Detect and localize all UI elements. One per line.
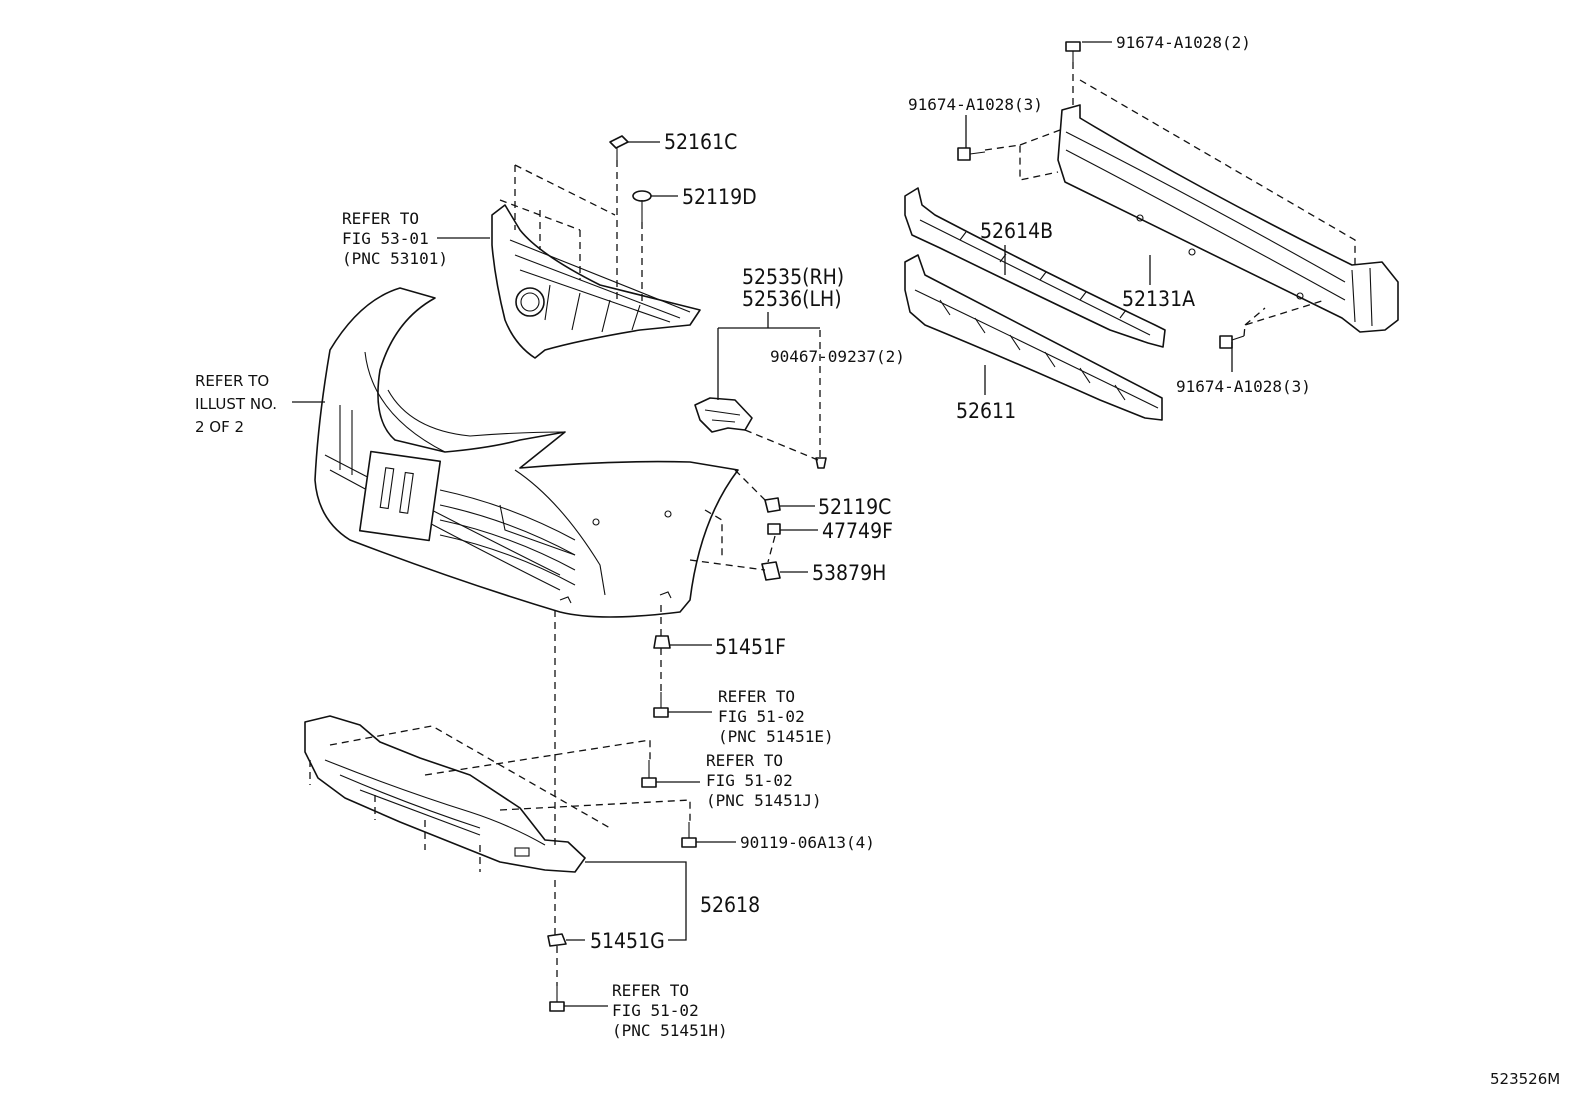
label-91674-right: 91674-A1028(3) — [1176, 377, 1311, 396]
refer-51451E-line2: FIG 51-02 — [718, 707, 805, 726]
energy-absorber-upper — [904, 187, 1166, 348]
label-91674-left: 91674-A1028(3) — [908, 95, 1043, 114]
refer-51451E-line1: REFER TO — [718, 687, 795, 706]
label-52614B: 52614B — [980, 219, 1053, 243]
refer-51451H-line1: REFER TO — [612, 981, 689, 1000]
label-52611: 52611 — [956, 399, 1016, 423]
label-90467: 90467-09237(2) — [770, 347, 905, 366]
diagram-id: 523526M — [1490, 1070, 1560, 1088]
label-52536-lh: 52536(LH) — [742, 287, 842, 311]
label-91674-top: 91674-A1028(2) — [1116, 33, 1251, 52]
bumper-reinforcement — [1057, 104, 1399, 333]
fasteners — [547, 41, 1245, 1012]
leader-lines — [292, 41, 1233, 1007]
label-52131A: 52131A — [1122, 287, 1195, 311]
refer-51451J-line1: REFER TO — [706, 751, 783, 770]
energy-absorber-lower — [904, 254, 1163, 421]
label-52119D: 52119D — [682, 185, 757, 209]
refer-51451H-line3: (PNC 51451H) — [612, 1021, 728, 1040]
refer-illust-line2: ILLUST NO. — [195, 395, 277, 413]
radiator-grille — [491, 204, 701, 359]
refer-illust-line1: REFER TO — [195, 372, 269, 390]
label-51451G: 51451G — [590, 929, 665, 953]
refer-51451J-line3: (PNC 51451J) — [706, 791, 822, 810]
label-52119C: 52119C — [818, 495, 891, 519]
refer-grille-line2: FIG 53-01 — [342, 229, 429, 248]
label-52618: 52618 — [700, 893, 760, 917]
refer-grille-line1: REFER TO — [342, 209, 419, 228]
label-52161C: 52161C — [664, 130, 737, 154]
assembly-lines — [309, 62, 1356, 986]
label-51451F: 51451F — [715, 635, 786, 659]
label-52535-rh: 52535(RH) — [742, 265, 844, 289]
label-90119: 90119-06A13(4) — [740, 833, 875, 852]
label-47749F: 47749F — [822, 519, 893, 543]
refer-51451H-line2: FIG 51-02 — [612, 1001, 699, 1020]
bumper-retainer — [694, 397, 753, 433]
engine-undercover — [304, 715, 586, 873]
front-bumper-cover — [314, 287, 739, 618]
label-53879H: 53879H — [812, 561, 886, 585]
refer-illust-line3: 2 OF 2 — [195, 418, 244, 436]
refer-51451J-line2: FIG 51-02 — [706, 771, 793, 790]
refer-grille-line3: (PNC 53101) — [342, 249, 448, 268]
refer-51451E-line3: (PNC 51451E) — [718, 727, 834, 746]
callout-labels: 52161C 52119D REFER TO FIG 53-01 (PNC 53… — [195, 33, 1560, 1088]
